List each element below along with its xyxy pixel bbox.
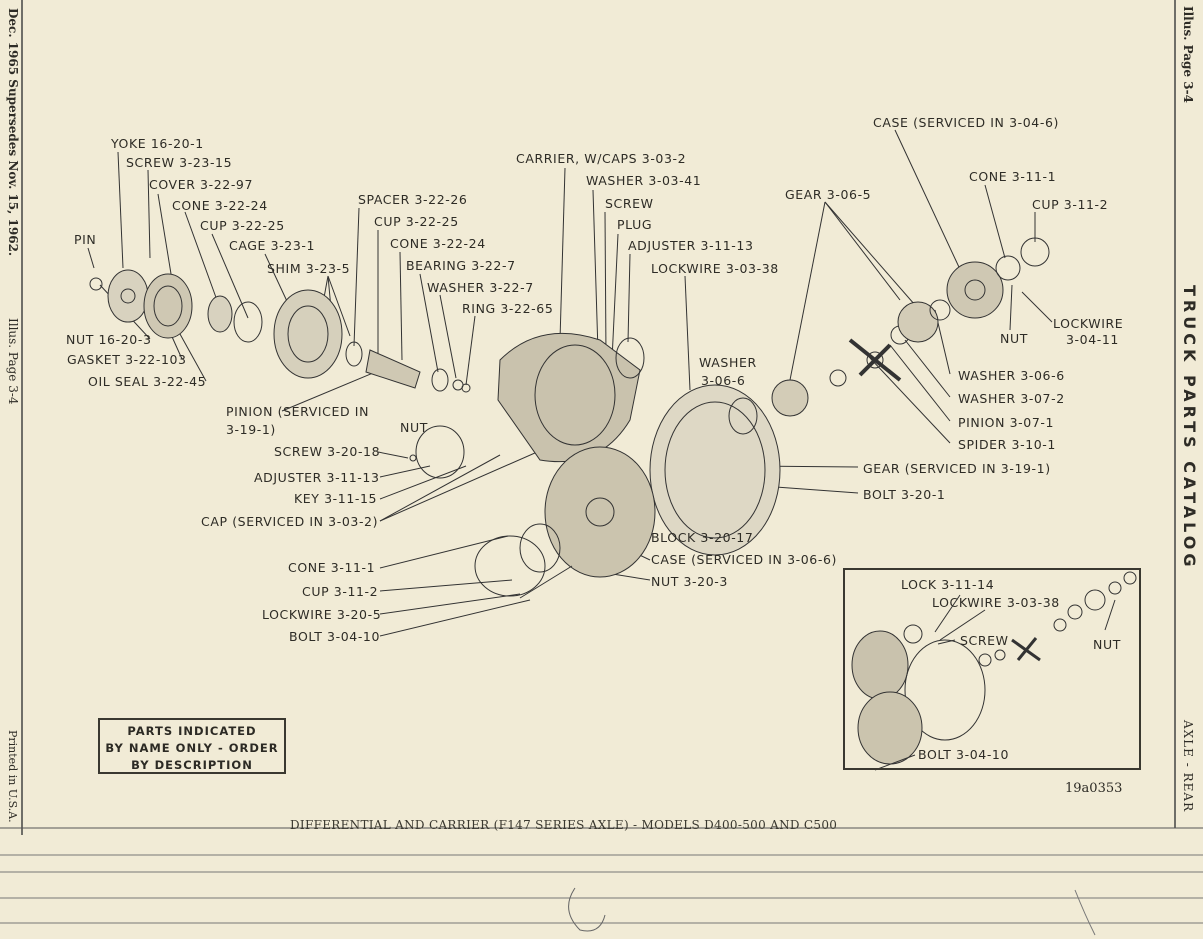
label-cap: CAP (SERVICED IN 3-03-2) <box>201 514 379 529</box>
label-ring: RING 3-22-65 <box>462 301 554 316</box>
note-line-3: BY DESCRIPTION <box>131 758 253 772</box>
label-washer-3-07-2: WASHER 3-07-2 <box>958 391 1065 406</box>
label-plug: PLUG <box>617 217 653 232</box>
note-line-1: PARTS INDICATED <box>127 724 257 738</box>
revision-date-note: Dec. 1965 Supersedes Nov. 15, 1962. <box>6 8 20 257</box>
figure-caption: DIFFERENTIAL AND CARRIER (F147 SERIES AX… <box>290 818 838 832</box>
label-pinion-3-07-1: PINION 3-07-1 <box>958 415 1055 430</box>
label-pinion-serviced: PINION (SERVICED IN <box>226 404 370 419</box>
label-pinion-serviced-number: 3-19-1) <box>226 422 276 437</box>
label-cone-3-22-24-mid: CONE 3-22-24 <box>390 236 486 251</box>
label-screw-3-20-18: SCREW 3-20-18 <box>274 444 381 459</box>
label-cage: CAGE 3-23-1 <box>229 238 316 253</box>
label-bolt-3-04-10: BOLT 3-04-10 <box>289 629 381 644</box>
label-cover: COVER 3-22-97 <box>149 177 254 192</box>
label-screw-top: SCREW <box>605 196 654 211</box>
label-case-bottom: CASE (SERVICED IN 3-06-6) <box>651 552 837 567</box>
label-cone-3-11-1-top: CONE 3-11-1 <box>969 169 1057 184</box>
label-shim: SHIM 3-23-5 <box>267 261 351 276</box>
label-lockwire-top: LOCKWIRE 3-03-38 <box>651 261 779 276</box>
label-spacer: SPACER 3-22-26 <box>358 192 468 207</box>
label-cup-3-22-25-left: CUP 3-22-25 <box>200 218 285 233</box>
label-key: KEY 3-11-15 <box>294 491 378 506</box>
left-page-reference: Illus. Page 3-4 <box>6 318 20 405</box>
label-carrier: CARRIER, W/CAPS 3-03-2 <box>516 151 687 166</box>
inset-label-lock: LOCK 3-11-14 <box>901 577 995 592</box>
printed-in-usa: Printed in U.S.A. <box>6 730 19 823</box>
label-bolt-3-20-1: BOLT 3-20-1 <box>863 487 946 502</box>
label-bearing: BEARING 3-22-7 <box>406 258 516 273</box>
label-oil-seal: OIL SEAL 3-22-45 <box>88 374 207 389</box>
label-screw-3-23-15: SCREW 3-23-15 <box>126 155 233 170</box>
label-gear-3-06-5: GEAR 3-06-5 <box>785 187 872 202</box>
parts-note-box: PARTS INDICATED BY NAME ONLY - ORDER BY … <box>98 718 286 774</box>
label-washer-3-06-6-left: WASHER <box>699 355 757 370</box>
figure-number: 19a0353 <box>1065 781 1123 796</box>
label-spider: SPIDER 3-10-1 <box>958 437 1056 452</box>
inset-label-nut: NUT <box>1093 637 1121 652</box>
label-lockwire-3-04-11: LOCKWIRE <box>1053 316 1124 331</box>
inset-label-screw: SCREW <box>960 633 1009 648</box>
label-block: BLOCK 3-20-17 <box>651 530 754 545</box>
label-lockwire-3-20-5: LOCKWIRE 3-20-5 <box>262 607 382 622</box>
label-nut-3-20-3: NUT 3-20-3 <box>651 574 728 589</box>
inset-label-lockwire: LOCKWIRE 3-03-38 <box>932 595 1060 610</box>
label-adjuster-top: ADJUSTER 3-11-13 <box>628 238 754 253</box>
label-washer-3-06-6-right: WASHER 3-06-6 <box>958 368 1065 383</box>
label-washer-3-06-6-left-number: 3-06-6 <box>701 373 746 388</box>
label-cup-3-22-25-mid: CUP 3-22-25 <box>374 214 459 229</box>
label-cup-3-11-2-top: CUP 3-11-2 <box>1032 197 1109 212</box>
label-cone-3-22-24-left: CONE 3-22-24 <box>172 198 268 213</box>
label-pin: PIN <box>74 232 97 247</box>
label-nut-right: NUT <box>1000 331 1028 346</box>
label-nut-16-20-3: NUT 16-20-3 <box>66 332 152 347</box>
label-gear-serviced: GEAR (SERVICED IN 3-19-1) <box>863 461 1051 476</box>
label-cone-3-11-1: CONE 3-11-1 <box>288 560 376 575</box>
label-yoke: YOKE 16-20-1 <box>111 136 204 151</box>
inset-label-bolt: BOLT 3-04-10 <box>918 747 1010 762</box>
label-cup-3-11-2: CUP 3-11-2 <box>302 584 379 599</box>
label-lockwire-3-04-11-number: 3-04-11 <box>1066 332 1119 347</box>
catalog-title: TRUCK PARTS CATALOG <box>1180 285 1199 571</box>
right-page-reference: Illus. Page 3-4 <box>1181 6 1195 103</box>
label-gasket: GASKET 3-22-103 <box>67 352 187 367</box>
section-title: AXLE - REAR <box>1181 720 1195 813</box>
inset-detail-box <box>843 568 1141 770</box>
note-line-2: BY NAME ONLY - ORDER <box>105 741 279 755</box>
label-adjuster-3-11-13: ADJUSTER 3-11-13 <box>254 470 380 485</box>
label-washer-3-22-7: WASHER 3-22-7 <box>427 280 534 295</box>
label-case-top: CASE (SERVICED IN 3-04-6) <box>873 115 1059 130</box>
label-nut-mid: NUT <box>400 420 428 435</box>
label-washer-3-03-41: WASHER 3-03-41 <box>586 173 702 188</box>
